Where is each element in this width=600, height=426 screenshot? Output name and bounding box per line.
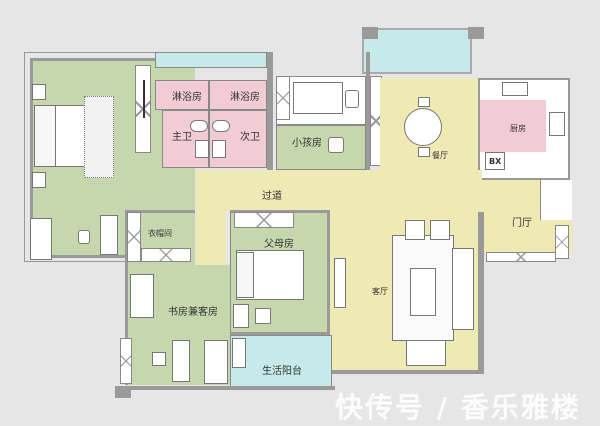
study-closet (120, 338, 132, 384)
label-study-guest: 书房兼客房 (168, 307, 218, 318)
label-dining: 餐厅 (432, 151, 448, 160)
kids-bed (293, 82, 343, 114)
label-corridor: 过道 (262, 191, 282, 202)
room-corridor (196, 170, 482, 210)
master-bed-pillows (34, 105, 56, 167)
tv-line (143, 80, 145, 118)
kids-bed-pillow (345, 90, 359, 108)
master-bedroom-outer-frame (24, 52, 156, 262)
sink-left (190, 120, 208, 132)
sink-right (212, 120, 230, 132)
room-second-bath (209, 110, 267, 168)
balcony-pillar-right (468, 27, 484, 39)
parents-desk (233, 304, 249, 328)
room-kitchen (480, 100, 546, 152)
utility-sink (232, 338, 246, 368)
coffee-table (410, 268, 436, 316)
study-chair (152, 352, 166, 366)
label-living: 客厅 (372, 287, 388, 296)
room-shower-right (209, 80, 267, 110)
armchair-1 (405, 220, 425, 240)
kids-chair (328, 137, 344, 153)
study-desk (172, 340, 190, 382)
room-kids (276, 125, 366, 170)
toilet-left (195, 140, 209, 158)
toilet-right (212, 140, 226, 158)
cloak-closet-left (127, 212, 141, 262)
master-sofa (30, 218, 52, 260)
living-bottom-wall (328, 370, 484, 374)
balcony-bottom-wall (125, 386, 335, 390)
study-sofa-2 (204, 340, 228, 384)
nightstand-bottom (32, 172, 46, 188)
armchair-2 (430, 220, 450, 240)
kitchen-sink (502, 82, 528, 96)
foyer-shoe-cabinet (555, 225, 569, 259)
dining-chair-bottom (418, 147, 430, 157)
foyer-cut (540, 180, 572, 220)
master-chair (78, 230, 90, 244)
kids-wardrobe-left (276, 76, 290, 120)
watermark: 快传号 / 香乐雅楼 (335, 391, 581, 424)
label-foyer: 门厅 (512, 218, 532, 229)
label-kitchen-bx: BX (489, 157, 502, 166)
foyer-cabinet-bottom (486, 252, 556, 262)
main-sofa (452, 248, 474, 330)
label-second-bath: 次卫 (240, 132, 260, 143)
label-shower-right: 淋浴房 (230, 92, 260, 103)
kids-wall-right (366, 52, 370, 170)
room-shower-left (155, 80, 209, 110)
label-master-bath: 主卫 (172, 132, 192, 143)
balcony-pillar-left (362, 27, 378, 39)
label-kitchen: 厨房 (510, 124, 526, 133)
kitchen-stove (549, 112, 565, 136)
balcony-top-kitchen (362, 28, 472, 74)
label-cloakroom: 衣帽间 (148, 229, 172, 238)
cloak-closet-bottom (141, 248, 191, 262)
parents-chair (255, 308, 271, 324)
label-utility-balcony: 生活阳台 (262, 366, 302, 377)
corridor-left (196, 205, 226, 265)
label-shower-left: 淋浴房 (172, 92, 202, 103)
side-sofa (406, 340, 446, 366)
label-parents-room: 父母房 (264, 239, 294, 250)
bath-wall-right (267, 52, 273, 170)
parents-wardrobe (234, 212, 294, 228)
living-right-wall (478, 212, 484, 374)
master-desk (100, 215, 118, 255)
balcony-top-left (155, 52, 267, 68)
master-bed-rug (84, 96, 114, 178)
nightstand-top (32, 84, 46, 100)
label-kids-room: 小孩房 (292, 138, 322, 149)
kitchen-bx (485, 152, 505, 170)
dining-chair-top (418, 97, 430, 107)
study-sofa (130, 274, 154, 318)
tv-cabinet (334, 258, 346, 308)
room-master-bath (162, 110, 209, 168)
dining-table (404, 108, 442, 146)
parents-pillows (236, 252, 254, 298)
room-utility-balcony (230, 335, 332, 387)
